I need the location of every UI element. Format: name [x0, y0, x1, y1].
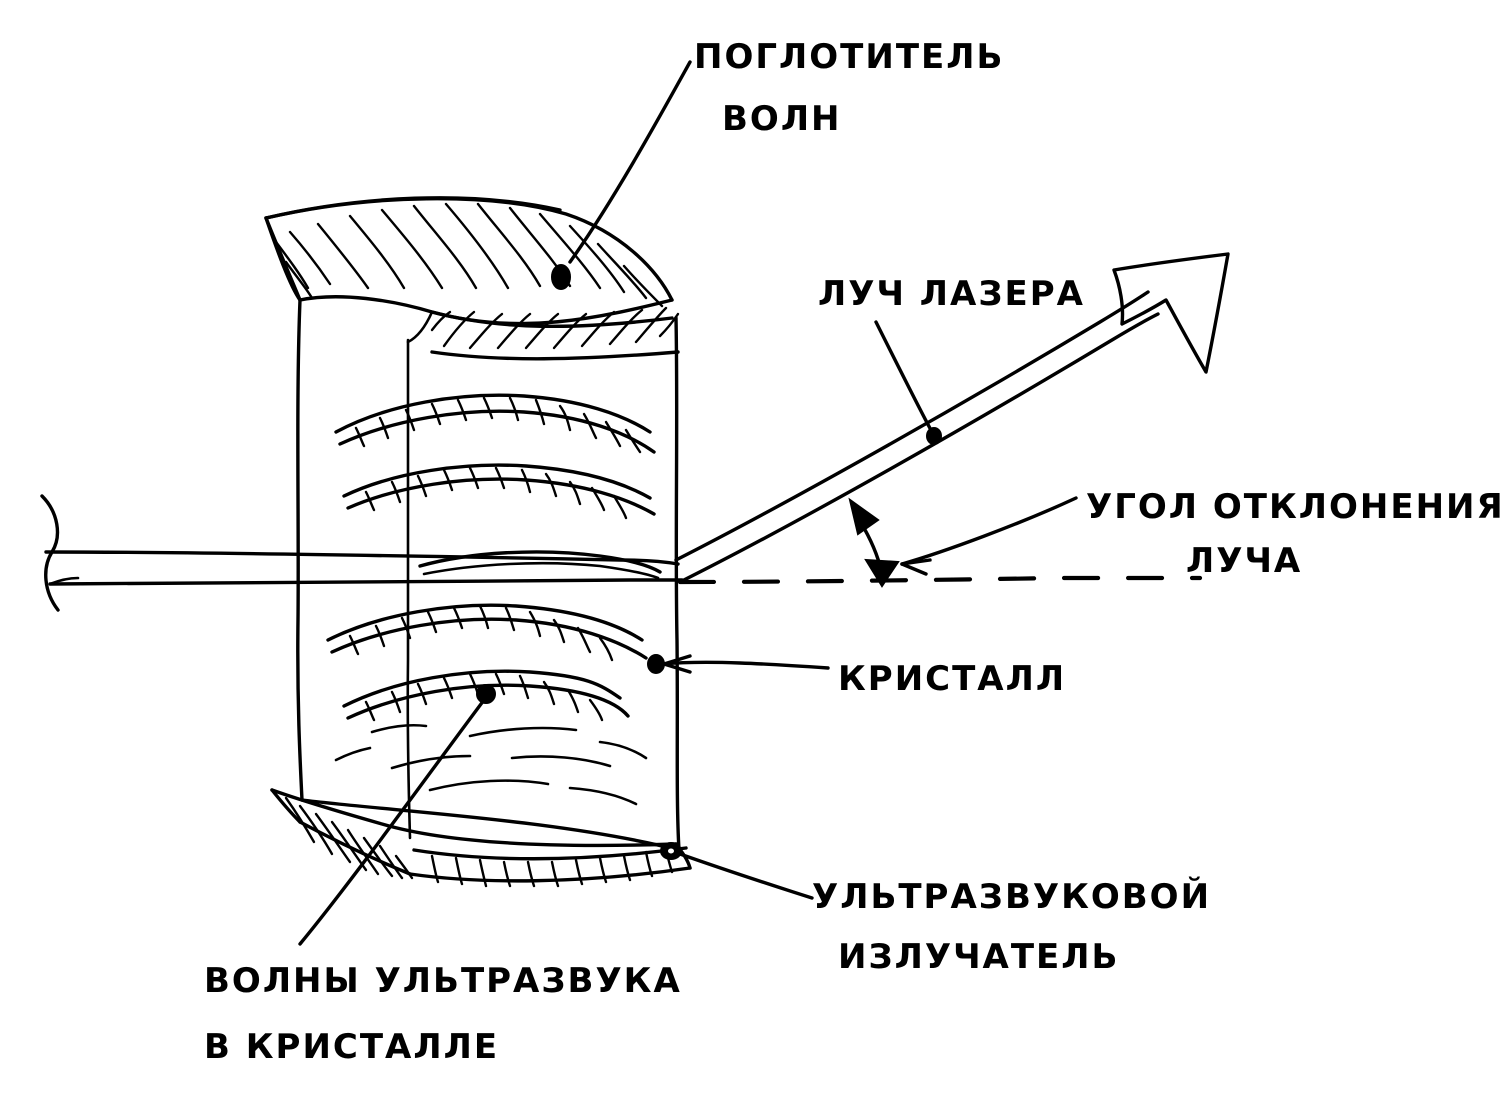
transducer-slab [270, 788, 692, 888]
label-absorber: ПОГЛОТИТЕЛЬ ВОЛН [694, 37, 1004, 139]
ultrasound-wavefronts [326, 393, 662, 806]
label-deflection-angle-line2: ЛУЧА [1186, 541, 1302, 581]
label-absorber-line1: ПОГЛОТИТЕЛЬ [694, 37, 1004, 77]
absorber-slab [264, 197, 680, 361]
label-ultrasound-waves-line2: В КРИСТАЛЛЕ [204, 1027, 499, 1067]
incident-laser-beam [40, 494, 684, 612]
crystal-marker-dot [647, 654, 665, 674]
absorber-front-hatching [430, 306, 680, 350]
label-ultrasound-waves-line1: ВОЛНЫ УЛЬТРАЗВУКА [204, 961, 682, 1001]
absorber-marker-dot [551, 264, 571, 290]
wavefront-1 [334, 393, 656, 454]
laser-beam-marker-dot [926, 427, 942, 445]
wavefront-2 [342, 463, 656, 520]
base-ripples [334, 723, 648, 806]
transducer-marker-hole [668, 848, 674, 854]
label-crystal: КРИСТАЛЛ [838, 659, 1066, 699]
wavefront-5 [342, 669, 630, 722]
label-absorber-line2: ВОЛН [722, 99, 842, 139]
label-laser-beam: ЛУЧ ЛАЗЕРА [818, 274, 1085, 314]
wavefront-4 [326, 603, 648, 662]
diagram-labels: ПОГЛОТИТЕЛЬ ВОЛН ЛУЧ ЛАЗЕРА УГОЛ ОТКЛОНЕ… [204, 37, 1500, 1067]
label-laser-beam-line1: ЛУЧ ЛАЗЕРА [818, 274, 1085, 314]
label-deflection-angle: УГОЛ ОТКЛОНЕНИЯ ЛУЧА [1086, 487, 1500, 581]
absorber-hatching [274, 202, 664, 308]
optical-axis-dashed [677, 575, 1203, 585]
deflected-beam-arrow [674, 252, 1230, 584]
leader-lines [298, 60, 1078, 946]
transducer-left-hatching [284, 796, 414, 880]
deflection-angle-indicator [848, 497, 900, 588]
label-transducer-line2: ИЗЛУЧАТЕЛЬ [838, 937, 1119, 977]
label-transducer-line1: УЛЬТРАЗВУКОВОЙ [812, 876, 1211, 917]
ultrasound-wave-marker-dot [476, 684, 496, 704]
label-ultrasound-waves: ВОЛНЫ УЛЬТРАЗВУКА В КРИСТАЛЛЕ [204, 961, 682, 1067]
transducer-front-hatching [430, 848, 674, 888]
label-transducer: УЛЬТРАЗВУКОВОЙ ИЗЛУЧАТЕЛЬ [812, 876, 1211, 977]
label-deflection-angle-line1: УГОЛ ОТКЛОНЕНИЯ [1086, 487, 1500, 527]
label-crystal-line1: КРИСТАЛЛ [838, 659, 1066, 699]
